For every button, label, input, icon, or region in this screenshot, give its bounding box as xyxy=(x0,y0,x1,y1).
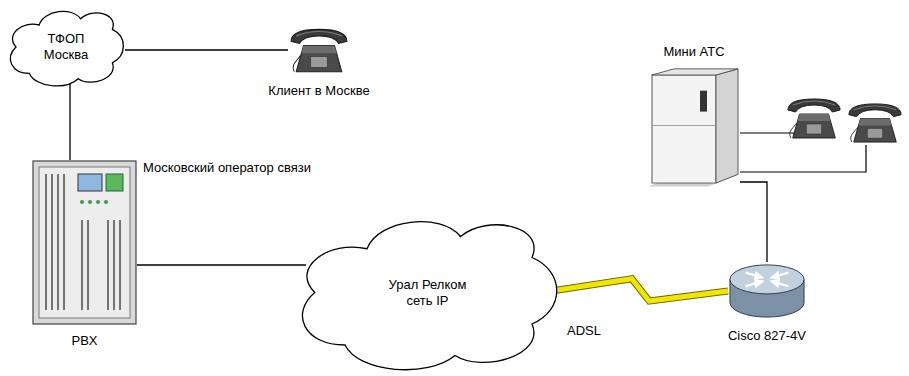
device-name: Cisco 827-4V xyxy=(728,328,806,344)
bolt-line xyxy=(553,279,728,301)
connector-line xyxy=(137,265,306,266)
pbx-server-picture xyxy=(33,161,136,324)
network-cloud: Урал Релком сеть IP xyxy=(290,205,565,376)
link-type: ADSL xyxy=(567,323,601,338)
mini-pbx: Мини АТС xyxy=(648,68,740,190)
network-cloud: ТФОП Москва xyxy=(5,3,127,91)
network-name: Урал Релком сеть IP xyxy=(380,277,476,308)
router-icon xyxy=(728,262,806,320)
pbx-server-icon xyxy=(32,160,137,325)
operator-note: Московский оператор связи xyxy=(142,160,312,176)
wire xyxy=(740,182,767,262)
connector-line xyxy=(70,78,71,160)
connector-line xyxy=(125,50,288,51)
adsl-link xyxy=(553,279,728,301)
wire xyxy=(137,264,306,265)
telephone xyxy=(849,104,901,142)
device-name: Клиент в Москве xyxy=(268,83,369,99)
network-name: ТФОП Москва xyxy=(37,31,95,62)
phone-wires xyxy=(740,133,866,172)
connector-line xyxy=(740,182,767,262)
wire xyxy=(125,49,288,50)
cloud-shape xyxy=(11,11,124,85)
telephone-icon xyxy=(288,25,350,75)
bolt-outline xyxy=(553,279,728,301)
mini-pbx-icon xyxy=(648,68,740,190)
pbx-server: PBX xyxy=(32,160,137,325)
wire xyxy=(69,78,70,160)
cloud-shape xyxy=(302,222,556,370)
device-name: Мини АТС xyxy=(663,44,724,60)
telephone xyxy=(788,99,840,138)
router: Cisco 827-4V xyxy=(728,262,806,320)
device-name: PBX xyxy=(71,333,97,349)
telephone-picture xyxy=(291,29,347,71)
telephone: Клиент в Москве xyxy=(288,25,350,75)
router-picture xyxy=(730,265,804,317)
mini-pbx-picture xyxy=(648,69,740,187)
